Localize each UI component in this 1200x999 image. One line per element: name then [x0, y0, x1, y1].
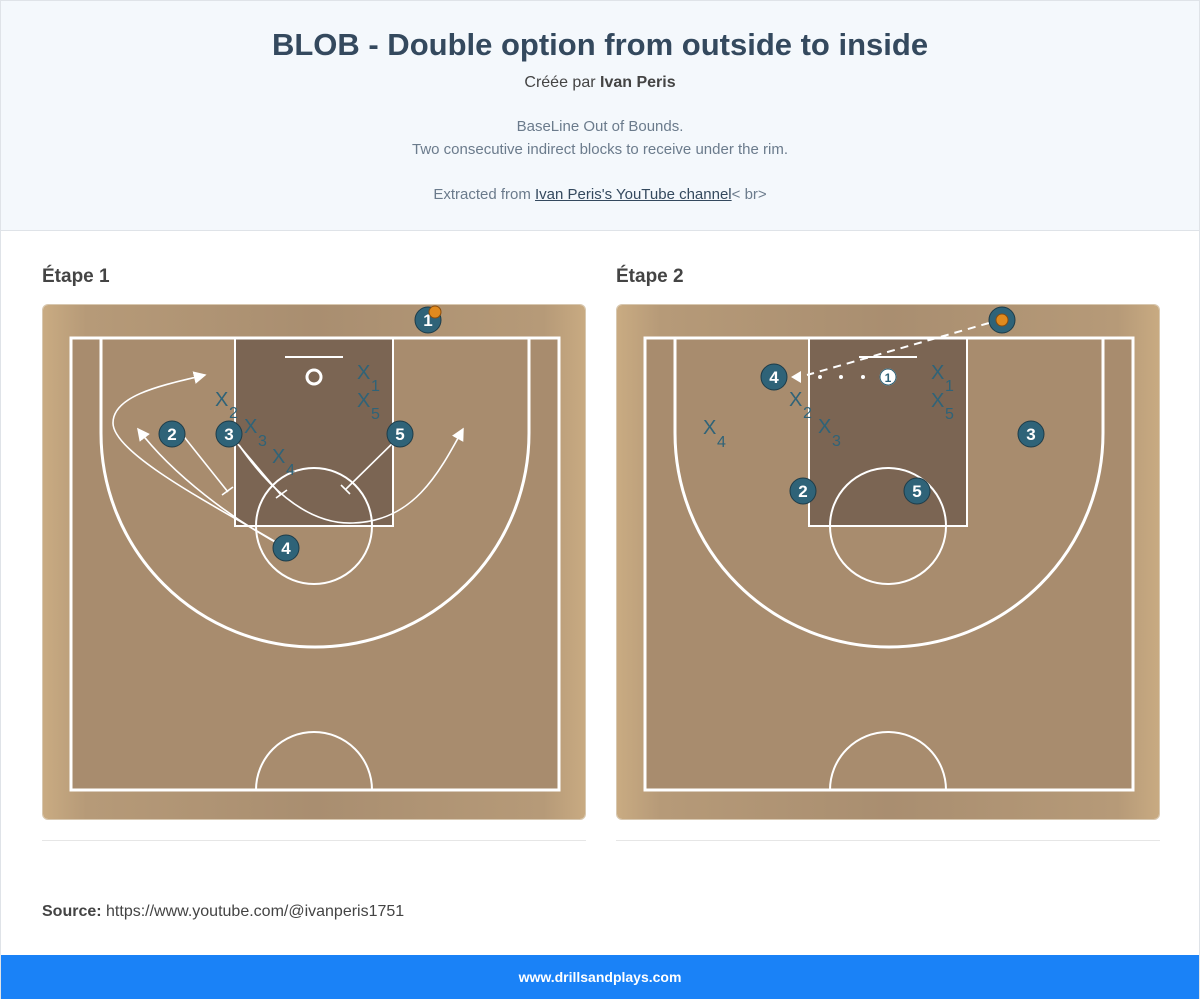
defender-3-x: X: [818, 416, 831, 438]
player-1[interactable]: 1: [414, 305, 442, 334]
defender-4-number: 4: [717, 434, 726, 451]
footer-link[interactable]: www.drillsandplays.com: [518, 969, 682, 985]
source-line: Source: https://www.youtube.com/@ivanper…: [42, 903, 404, 921]
player-5[interactable]: 5: [903, 477, 931, 505]
ball-icon: [995, 313, 1009, 327]
defender-5-x: X: [931, 390, 944, 412]
extract-suffix: < br>: [731, 186, 767, 203]
ball-icon: [428, 305, 442, 319]
defender-3-x: X: [244, 416, 257, 438]
step-1-title: Étape 1: [42, 266, 110, 287]
defender-4-number: 4: [286, 462, 295, 479]
footer: www.drillsandplays.com: [1, 955, 1199, 999]
player-1-number: 1: [423, 311, 432, 330]
defender-2-number: 2: [229, 405, 238, 422]
court-diagram-step-1: X 1 X 2 X 3 X 4 X 5 1 2: [42, 304, 586, 820]
players: 1 2 3 4: [760, 306, 1045, 505]
description-line-1: BaseLine Out of Bounds.: [516, 118, 684, 135]
player-4[interactable]: 4: [760, 363, 788, 391]
defender-2-number: 2: [803, 405, 812, 422]
player-3-number: 3: [224, 425, 233, 444]
players: 1 2 3 4 5: [158, 305, 442, 562]
player-5[interactable]: 5: [386, 420, 414, 448]
player-4[interactable]: 4: [272, 534, 300, 562]
defender-1-number: 1: [945, 378, 954, 395]
author-prefix: Créée par: [524, 74, 596, 91]
defender-2-x: X: [215, 389, 228, 411]
defender-1-x: X: [931, 362, 944, 384]
author-name: Ivan Peris: [600, 74, 676, 91]
author-line: Créée par Ivan Peris: [1, 74, 1199, 92]
defender-5-number: 5: [945, 406, 954, 423]
extract-line: Extracted from Ivan Peris's YouTube chan…: [1, 186, 1199, 203]
player-2-number: 2: [167, 425, 176, 444]
court-diagram-step-2: X 1 X 2 X 3 X 4 X 5 1: [616, 304, 1160, 820]
player-ball-holder[interactable]: [988, 306, 1016, 334]
defender-3-number: 3: [832, 433, 841, 450]
description-line-2: Two consecutive indirect blocks to recei…: [411, 141, 788, 158]
defender-4-x: X: [703, 417, 716, 439]
player-1-number: 1: [885, 371, 892, 385]
player-3[interactable]: 3: [215, 420, 243, 448]
header: BLOB - Double option from outside to ins…: [1, 1, 1199, 231]
defender-4-x: X: [272, 446, 285, 468]
defender-2-x: X: [789, 389, 802, 411]
defender-5-x: X: [357, 390, 370, 412]
player-2[interactable]: 2: [158, 420, 186, 448]
divider-step-2: [616, 840, 1160, 841]
player-2-number: 2: [798, 482, 807, 501]
youtube-channel-link[interactable]: Ivan Peris's YouTube channel: [535, 186, 732, 203]
divider-step-1: [42, 840, 586, 841]
extract-prefix: Extracted from: [433, 186, 531, 203]
player-3[interactable]: 3: [1017, 420, 1045, 448]
player-4-number: 4: [281, 539, 291, 558]
defenders: X 1 X 2 X 3 X 4 X 5: [703, 362, 954, 451]
player-3-number: 3: [1026, 425, 1035, 444]
player-5-number: 5: [395, 425, 404, 444]
pass-lines: [791, 322, 990, 383]
court-lines: [69, 336, 561, 792]
page-title: BLOB - Double option from outside to ins…: [271, 27, 929, 62]
defender-1-number: 1: [371, 378, 380, 395]
source-url[interactable]: https://www.youtube.com/@ivanperis1751: [106, 903, 405, 920]
player-1[interactable]: 1: [879, 368, 897, 386]
step-2-title: Étape 2: [616, 266, 684, 287]
defender-3-number: 3: [258, 433, 267, 450]
defender-5-number: 5: [371, 406, 380, 423]
source-label: Source:: [42, 903, 102, 920]
court-lines: [643, 336, 1135, 792]
defenders: X 1 X 2 X 3 X 4 X 5: [215, 362, 380, 479]
defender-1-x: X: [357, 362, 370, 384]
player-5-number: 5: [912, 482, 921, 501]
player-4-number: 4: [769, 368, 779, 387]
player-2[interactable]: 2: [789, 477, 817, 505]
